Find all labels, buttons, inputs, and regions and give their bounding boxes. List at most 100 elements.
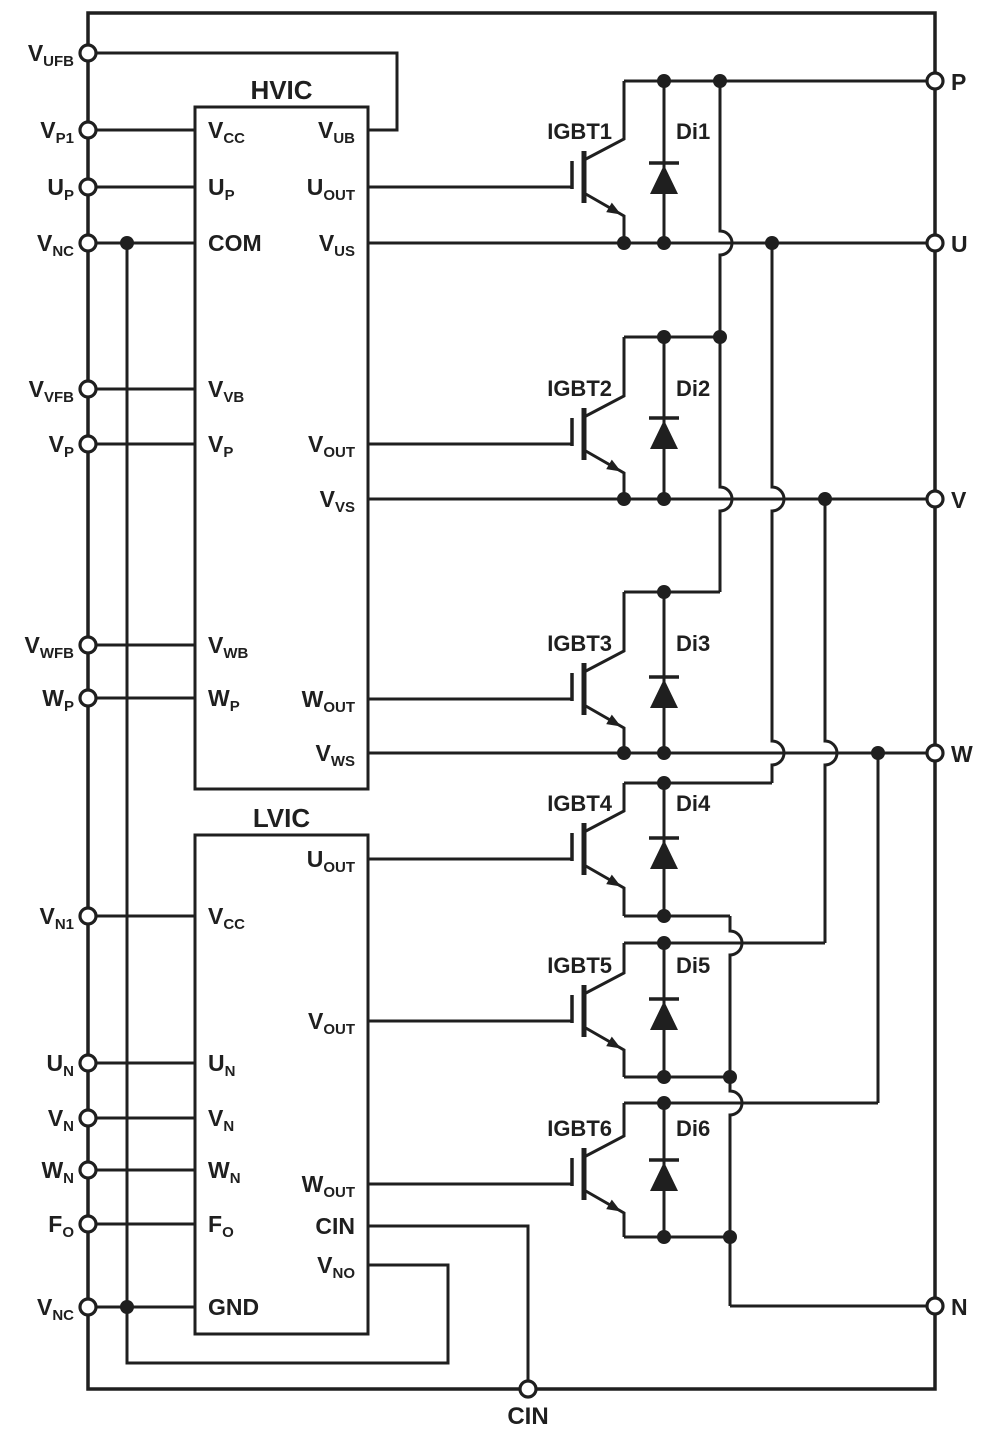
hvic-pin-vvb: VVB [208, 376, 244, 406]
junction-dot [657, 1096, 671, 1110]
hvic-pin-wout: WOUT [302, 686, 355, 716]
junction-dot [723, 1070, 737, 1084]
terminal-label-vnc-top: VNC [37, 230, 74, 260]
hvic-pin-vub: VUB [318, 117, 355, 147]
igbt-emitter [583, 448, 626, 499]
wire-vnc-bus-vno [125, 243, 450, 1365]
diode-label-4: Di4 [676, 791, 711, 816]
terminal-pins [78, 43, 945, 1399]
lvic-block [193, 833, 370, 1336]
terminal-vp1 [78, 120, 98, 140]
igbt-emitter-arrow [606, 714, 621, 727]
terminal-label-vvfb: VVFB [29, 376, 75, 406]
terminal-cin [518, 1379, 538, 1399]
terminal-vp [78, 434, 98, 454]
terminal-v [925, 489, 945, 509]
igbt-emitter [583, 703, 626, 753]
igbt-emitter-arrow [606, 874, 621, 887]
junction-dot [818, 492, 832, 506]
terminal-vwfb [78, 635, 98, 655]
lvic-title: LVIC [253, 803, 311, 833]
junction-dot [617, 492, 631, 506]
terminal-label-n: N [951, 1294, 968, 1320]
hvic-pin-vcc: VCC [208, 117, 245, 147]
igbt-collector [583, 337, 626, 419]
terminal-label-fo: FO [48, 1211, 74, 1241]
terminal-p [925, 71, 945, 91]
igbt-symbols [570, 81, 626, 1237]
terminal-vnc-top [78, 233, 98, 253]
igbt-label-1: IGBT1 [547, 119, 612, 144]
lvic-pin-gnd: GND [208, 1294, 259, 1320]
igbt-collector [583, 81, 626, 162]
igbt-emitter [583, 1188, 626, 1237]
hvic-pin-com: COM [208, 230, 262, 256]
igbt-symbol-3 [570, 592, 626, 753]
junction-dot [657, 330, 671, 344]
diode-label-2: Di2 [676, 376, 710, 401]
wire-vufb-to-vub [88, 51, 399, 132]
igbt-emitter-arrow [606, 202, 621, 215]
terminal-label-vn1: VN1 [39, 903, 74, 933]
igbt-collector [583, 1103, 626, 1159]
terminal-vnc-bottom [78, 1297, 98, 1317]
wire-u-net-vert [770, 243, 786, 783]
diode-symbol-4 [649, 783, 679, 916]
diode-triangle [650, 165, 678, 194]
labels: HVICVCCUPCOMVVBVPVWBWPVUBUOUTVUSVOUTVVSW… [25, 40, 974, 1430]
igbt-emitter-arrow [606, 1036, 621, 1049]
terminal-label-p: P [951, 69, 966, 95]
terminal-label-v: V [951, 487, 967, 513]
diode-symbol-5 [649, 943, 679, 1077]
ic-blocks [193, 105, 370, 1336]
igbt-symbol-4 [570, 783, 626, 916]
hvic-block [193, 105, 370, 791]
diode-triangle [650, 679, 678, 708]
igbt-emitter [583, 191, 626, 243]
hvic-pin-vout: VOUT [308, 431, 355, 461]
lvic-pin-wout: WOUT [302, 1171, 355, 1201]
junction-dot [713, 74, 727, 88]
igbt-emitter [583, 863, 626, 916]
igbt-emitter-arrow [606, 459, 621, 472]
junction-dot [120, 236, 134, 250]
junction-dot [120, 1300, 134, 1314]
junction-dot [765, 236, 779, 250]
diode-symbol-6 [649, 1103, 679, 1237]
lvic-pin-vn: VN [208, 1105, 234, 1135]
junction-dot [657, 936, 671, 950]
terminal-vn [78, 1108, 98, 1128]
diode-label-6: Di6 [676, 1116, 710, 1141]
igbt-collector [583, 783, 626, 834]
igbt-collector [583, 592, 626, 674]
igbt-collector [583, 943, 626, 996]
lvic-pin-vcc: VCC [208, 903, 245, 933]
terminal-label-vnc-bottom: VNC [37, 1294, 74, 1324]
diode-label-3: Di3 [676, 631, 710, 656]
hvic-pin-vp: VP [208, 431, 233, 461]
wire-v-net-vert [823, 499, 839, 943]
lvic-pin-wn: WN [208, 1157, 241, 1187]
igbt-symbol-5 [570, 943, 626, 1077]
junction-dot [657, 909, 671, 923]
terminal-un [78, 1053, 98, 1073]
lvic-pin-vout: VOUT [308, 1008, 355, 1038]
junction-dots [120, 74, 885, 1314]
terminal-n [925, 1296, 945, 1316]
lvic-pin-cin: CIN [315, 1213, 355, 1239]
hvic-pin-vvs: VVS [320, 486, 355, 516]
terminal-up [78, 177, 98, 197]
diode-triangle [650, 840, 678, 869]
junction-dot [657, 236, 671, 250]
igbt-symbol-6 [570, 1103, 626, 1237]
junction-dot [657, 74, 671, 88]
junction-dot [657, 1230, 671, 1244]
terminal-wp [78, 688, 98, 708]
diode-symbol-2 [649, 337, 679, 499]
lvic-pin-un: UN [208, 1050, 235, 1080]
diode-triangle [650, 1162, 678, 1191]
igbt-label-3: IGBT3 [547, 631, 612, 656]
igbt-label-4: IGBT4 [547, 791, 613, 816]
